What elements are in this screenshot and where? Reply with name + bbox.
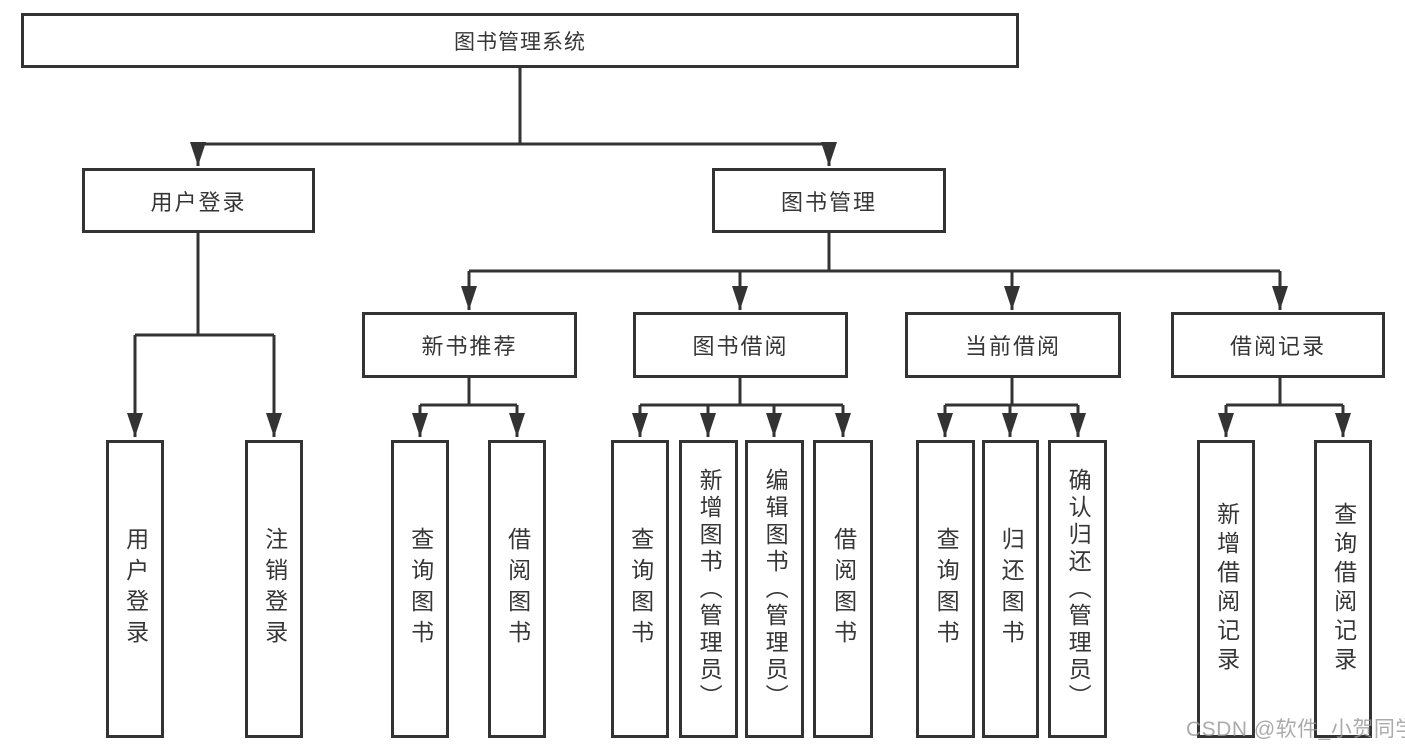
leaf-br-query-record: 查询借阅记录 <box>1314 440 1372 738</box>
node-book-management: 图书管理 <box>712 168 946 233</box>
node-borrow-record: 借阅记录 <box>1171 312 1385 378</box>
node-current-borrow: 当前借阅 <box>905 312 1121 378</box>
leaf-nb-query-books: 查询图书 <box>391 440 449 738</box>
leaf-nb-borrow-books: 借阅图书 <box>488 440 546 738</box>
node-book-borrow: 图书借阅 <box>633 312 848 378</box>
node-user-login: 用户登录 <box>82 168 315 233</box>
node-new-book-recommend: 新书推荐 <box>362 312 577 378</box>
leaf-bb-add-books-admin: 新增图书（管理员） <box>679 440 738 738</box>
leaf-cb-confirm-return-admin: 确认归还（管理员） <box>1048 440 1107 738</box>
watermark: CSDN @软件_小贺同学 <box>1186 718 1405 741</box>
leaf-cb-return-books: 归还图书 <box>982 440 1039 738</box>
leaf-br-add-record: 新增借阅记录 <box>1197 440 1255 738</box>
leaf-cb-query-books: 查询图书 <box>916 440 975 738</box>
leaf-logout: 注销登录 <box>245 440 303 738</box>
node-root: 图书管理系统 <box>21 13 1019 68</box>
leaf-bb-query-books: 查询图书 <box>611 440 669 738</box>
leaf-user-login: 用户登录 <box>106 440 164 738</box>
leaf-bb-borrow-books: 借阅图书 <box>813 440 873 738</box>
leaf-bb-edit-books-admin: 编辑图书（管理员） <box>745 440 804 738</box>
